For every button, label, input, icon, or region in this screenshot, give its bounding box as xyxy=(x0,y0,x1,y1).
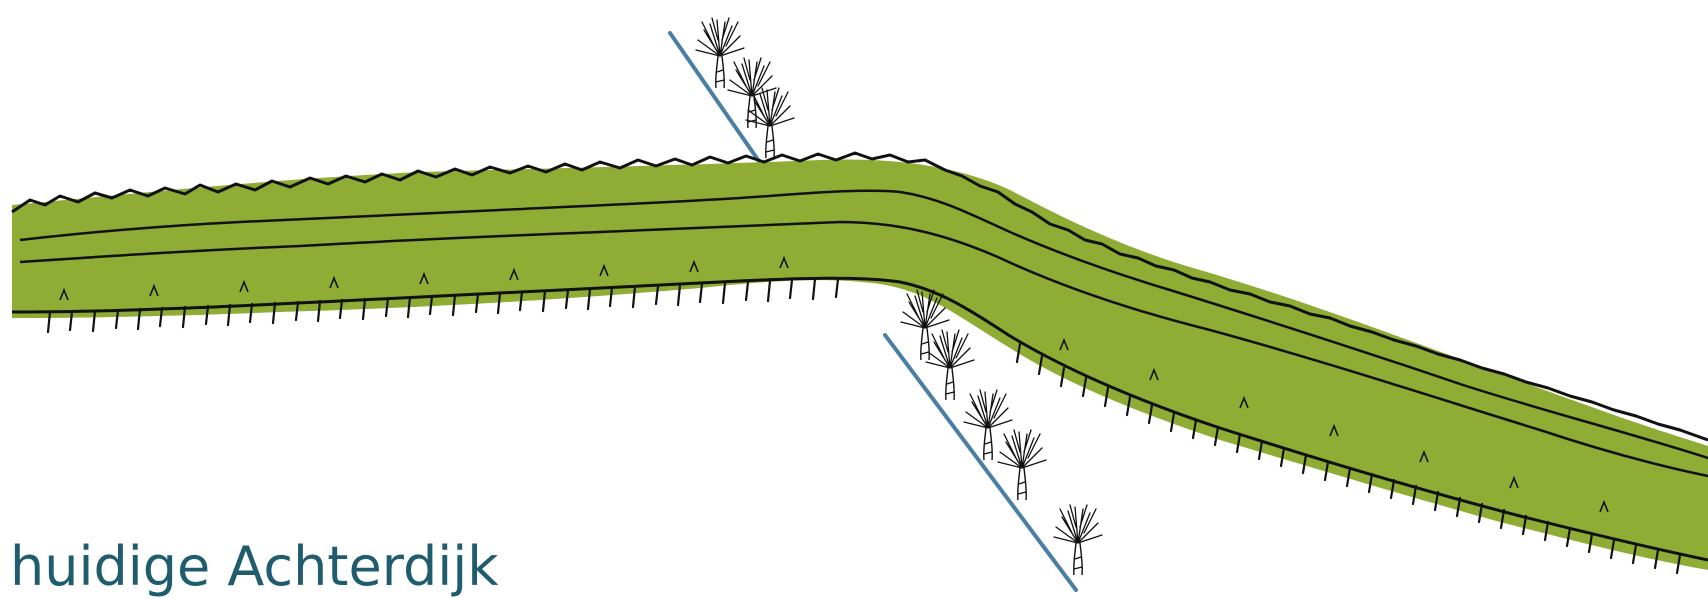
tree-row-top xyxy=(696,18,794,158)
dike xyxy=(12,153,1708,573)
path-line-bottom xyxy=(885,335,1076,590)
pollard-willow-icon xyxy=(926,330,974,400)
pollard-willow-icon xyxy=(998,430,1046,500)
pollard-willow-icon xyxy=(746,88,794,158)
pollard-willow-icon xyxy=(1054,505,1102,575)
caption-title: huidige Achterdijk xyxy=(10,540,499,594)
